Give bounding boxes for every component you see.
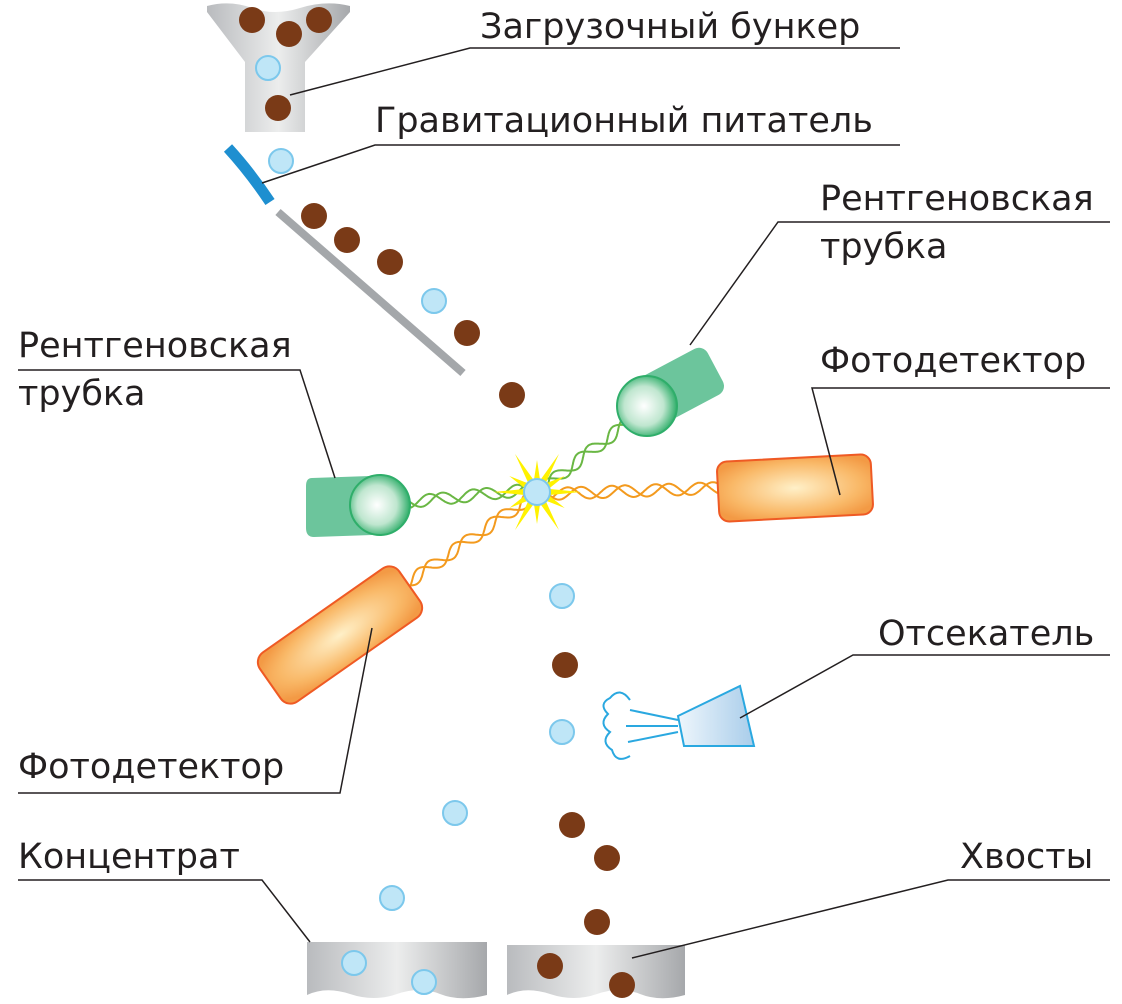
xray-wave	[547, 419, 623, 485]
hopper-leader-line	[289, 47, 900, 96]
air-ejector	[602, 684, 756, 760]
ore-particle	[239, 7, 265, 33]
mineral-particle	[268, 148, 294, 174]
feeder-label: Гравитационный питатель	[375, 101, 873, 141]
ore-particle	[306, 7, 332, 33]
loading-hopper	[207, 3, 350, 132]
xray-wave	[409, 484, 526, 508]
air-jet-icon	[602, 691, 679, 760]
photodetector-left-label: Фотодетектор	[18, 747, 284, 787]
xray-tube-right-leader	[689, 221, 1110, 346]
fluorescence-wave	[404, 502, 531, 587]
photodetector-right-label: Фотодетектор	[820, 341, 1086, 381]
xray-tube-right	[616, 347, 724, 437]
ore-particle	[276, 21, 302, 47]
xray-tube-left	[306, 474, 411, 537]
irradiated-particle	[523, 478, 551, 506]
tailings-leader	[631, 879, 1110, 959]
radiation-waves	[404, 419, 719, 591]
chute	[275, 208, 466, 377]
hopper-label: Загрузочный бункер	[480, 7, 860, 47]
tailings-label: Хвосты	[960, 837, 1093, 877]
feeder-leader-line	[261, 144, 900, 184]
concentrate-bin	[307, 942, 487, 999]
photodetector-left	[256, 565, 424, 705]
mineral-particle	[255, 55, 281, 81]
fluorescence-wave	[547, 481, 719, 501]
fluorescence-wave	[407, 494, 525, 591]
photodetector-left-leader	[18, 627, 373, 794]
ejector-label: Отсекатель	[878, 614, 1094, 654]
sorted-particles	[379, 583, 620, 935]
xray-tube-left-leader	[18, 369, 336, 479]
concentrate-leader	[18, 879, 311, 943]
concentrate-label: Концентрат	[18, 837, 240, 877]
photodetector-right	[716, 453, 874, 523]
photodetector-right-leader	[811, 387, 1110, 496]
falling-particles	[301, 203, 525, 408]
tailings-bin	[507, 945, 685, 999]
ejector-leader	[739, 654, 1110, 719]
gravity-feeder	[223, 144, 275, 206]
ore-particle	[265, 95, 291, 121]
fluorescence-wave	[547, 481, 719, 501]
